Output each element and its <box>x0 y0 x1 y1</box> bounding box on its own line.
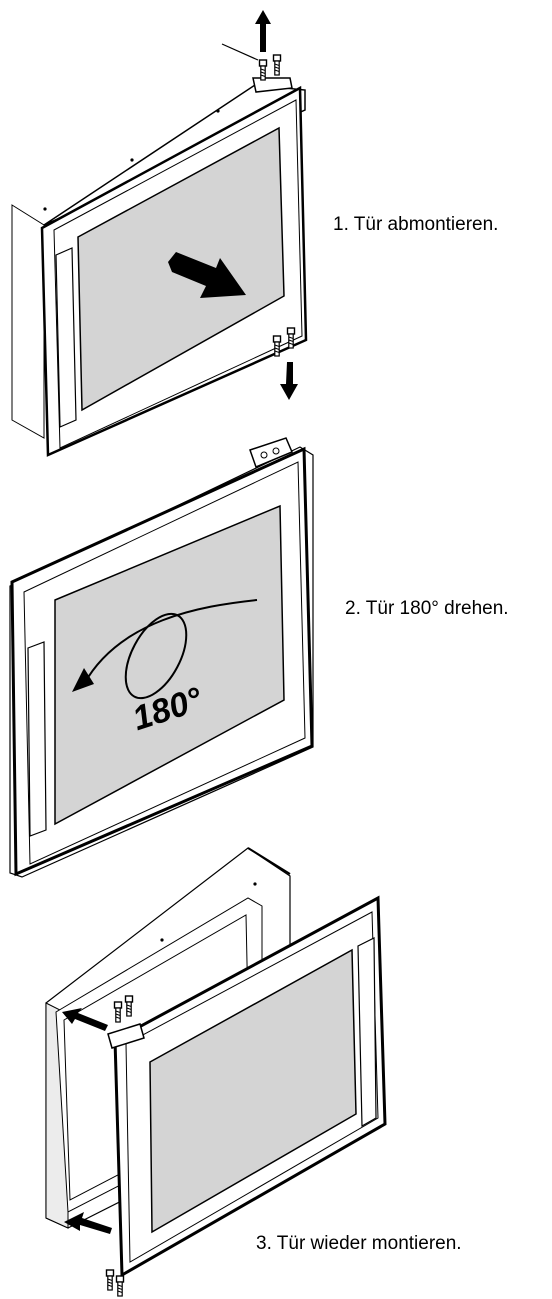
step1-handle <box>55 247 77 428</box>
step2-arrowhead <box>72 668 94 692</box>
step2-illustration <box>9 437 314 878</box>
step1-up-arrow <box>255 10 271 52</box>
step3-handle <box>357 937 377 1128</box>
step1-hinge <box>252 77 293 93</box>
step3-door <box>107 895 387 1278</box>
step1-top-screws <box>221 10 282 81</box>
step2-rotation-arc <box>83 599 258 685</box>
step1-label: 1. Tür abmontieren. <box>333 214 499 235</box>
step1-bottom-screws <box>272 327 298 400</box>
step2-hinge <box>249 437 293 468</box>
step1-illustration <box>11 10 308 457</box>
step2-glass-panel <box>54 504 285 826</box>
step2-handle <box>27 641 47 837</box>
step1-pull-arrow <box>168 252 246 298</box>
step2-label: 2. Tür 180° drehen. <box>345 598 509 619</box>
step3-top-hinge <box>107 1023 145 1049</box>
step3-top-arrow <box>62 1008 108 1031</box>
step3-illustration <box>45 847 387 1297</box>
step1-down-arrow <box>280 362 298 400</box>
step3-label: 3. Tür wieder montieren. <box>256 1233 462 1254</box>
step3-glass-panel <box>149 948 357 1234</box>
step3-bottom-arrow <box>64 1212 112 1234</box>
